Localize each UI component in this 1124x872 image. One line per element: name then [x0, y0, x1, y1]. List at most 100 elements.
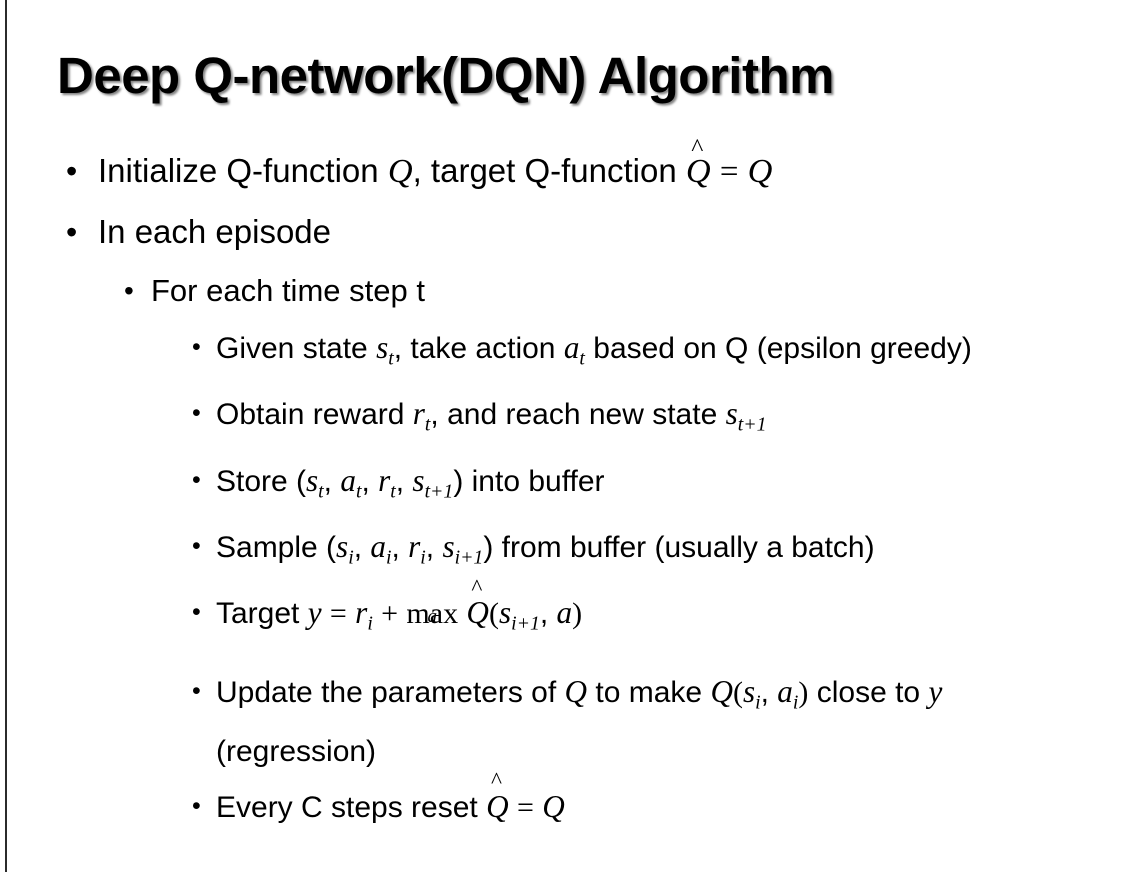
math-var-q2: Q — [710, 673, 733, 709]
bullet-marker: • — [192, 598, 201, 627]
math-sep: , — [760, 675, 778, 709]
text-run: , take action — [393, 332, 564, 365]
math-var-a: a — [370, 528, 386, 564]
bullet-update-parameters: • Update the parameters of Q to make Q(s… — [0, 667, 1124, 776]
math-var-q: Q — [542, 788, 565, 824]
math-equals: = — [329, 597, 347, 631]
math-var-qhat-base: Q — [486, 788, 509, 824]
bullet-marker: • — [192, 531, 201, 560]
bullet-marker: • — [192, 676, 201, 705]
math-var-r: r — [355, 595, 368, 631]
text-run: Sample ( — [216, 530, 337, 564]
bullet-every-c-steps: • Every C steps reset Q^ = Q — [0, 769, 1124, 832]
bullet-in-each-episode-text: In each episode — [98, 213, 332, 250]
math-var-y: y — [307, 595, 322, 631]
slide-title: Deep Q-network(DQN) Algorithm — [57, 47, 834, 104]
bullet-marker: • — [192, 333, 201, 361]
math-max-label: max — [406, 597, 459, 631]
slide-edge-line — [5, 0, 7, 872]
math-var-a: a — [563, 330, 580, 365]
math-equals: = — [516, 790, 534, 824]
text-run: Given state — [216, 332, 377, 365]
math-sub-i-plus-1: i+1 — [511, 612, 540, 635]
math-equals: = — [719, 154, 739, 190]
math-sub-i: i — [348, 546, 354, 569]
math-var-r: r — [412, 396, 425, 432]
math-qhat: Q^ — [486, 769, 509, 832]
text-run: Update the parameters of — [216, 675, 565, 709]
text-run: Initialize Q-function — [98, 152, 388, 189]
bullet-obtain-reward: • Obtain reward rt, and reach new state … — [0, 389, 1124, 449]
math-sep: , — [353, 530, 371, 564]
math-var-q2: Q — [747, 152, 773, 190]
bullet-marker: • — [66, 153, 78, 189]
math-var-r: r — [408, 528, 421, 564]
math-sub-t-plus-1: t+1 — [424, 479, 454, 502]
text-run: (regression) — [216, 734, 377, 768]
bullet-store-text: Store (st, at, rt, st+1) into buffer — [214, 456, 1094, 516]
bullet-store: • Store (st, at, rt, st+1) into buffer — [0, 456, 1124, 516]
math-sub-i-plus-1: i+1 — [454, 546, 484, 569]
slide-body: • Initialize Q-function Q, target Q-func… — [0, 135, 1124, 838]
math-sep: , — [391, 530, 409, 564]
bullet-marker: • — [192, 399, 201, 428]
bullet-every-c-steps-text: Every C steps reset Q^ = Q — [214, 769, 1094, 832]
text-run: Store ( — [216, 464, 307, 498]
bullet-marker: • — [192, 791, 201, 820]
math-var-q: Q — [564, 673, 588, 709]
bullet-given-state: • Given state st, take action at based o… — [0, 323, 1124, 383]
text-run: ) from buffer (usually a batch) — [483, 530, 875, 564]
math-sep: , — [361, 464, 379, 498]
math-sub-t: t — [424, 413, 431, 436]
text-run: to make — [587, 675, 711, 709]
math-sep: , — [539, 597, 557, 631]
math-var-a: a — [340, 462, 356, 498]
text-run: Obtain reward — [216, 398, 413, 432]
math-var-s: s — [742, 673, 756, 709]
text-run: , and reach new state — [430, 398, 726, 432]
bullet-for-each-time-step: • For each time step t — [0, 269, 1124, 313]
bullet-initialize: • Initialize Q-function Q, target Q-func… — [0, 135, 1124, 195]
bullet-given-state-text: Given state st, take action at based on … — [214, 323, 1094, 383]
text-run: Every C steps reset — [216, 790, 487, 824]
bullet-initialize-text: Initialize Q-function Q, target Q-functi… — [92, 135, 1124, 195]
math-max-limit-a: a — [427, 605, 438, 627]
bullet-sample: • Sample (si, ai, ri, si+1) from buffer … — [0, 522, 1124, 582]
bullet-marker: • — [124, 275, 134, 306]
math-sub-t: t — [579, 347, 585, 370]
math-sep: , — [395, 464, 413, 498]
math-var-s: s — [412, 462, 425, 498]
math-var-qhat-base: Q — [466, 595, 489, 631]
math-sub-t: t — [355, 479, 362, 502]
math-plus: + — [381, 597, 399, 631]
math-qhat: Q^ — [466, 576, 489, 638]
math-var-qhat-base: Q — [685, 152, 711, 190]
math-var-q: Q — [387, 152, 413, 190]
text-run: based on Q (epsilon greedy) — [584, 332, 972, 365]
math-var-s: s — [442, 528, 455, 564]
math-sep: , — [425, 530, 443, 564]
math-sub-i: i — [367, 612, 373, 635]
math-var-s: s — [306, 462, 319, 498]
hat-accent-icon: ^ — [490, 768, 502, 795]
math-var-a: a — [556, 595, 573, 631]
math-sub-i: i — [792, 690, 799, 713]
math-var-s: s — [498, 595, 512, 631]
math-var-r: r — [378, 462, 391, 498]
math-var-s: s — [376, 330, 389, 365]
bullet-for-each-time-step-text: For each time step t — [151, 273, 425, 308]
math-sub-i: i — [385, 546, 392, 569]
bullet-marker: • — [66, 214, 78, 250]
bullet-in-each-episode: • In each episode — [0, 209, 1124, 255]
math-sub-t-plus-1: t+1 — [737, 413, 767, 436]
math-var-s: s — [725, 396, 738, 432]
math-sub-t: t — [318, 479, 324, 502]
text-run: close to — [808, 675, 929, 709]
math-paren-close: ) — [798, 675, 809, 709]
text-run: ) into buffer — [453, 464, 605, 498]
math-var-y: y — [928, 673, 943, 709]
bullet-obtain-reward-text: Obtain reward rt, and reach new state st… — [214, 389, 1094, 449]
